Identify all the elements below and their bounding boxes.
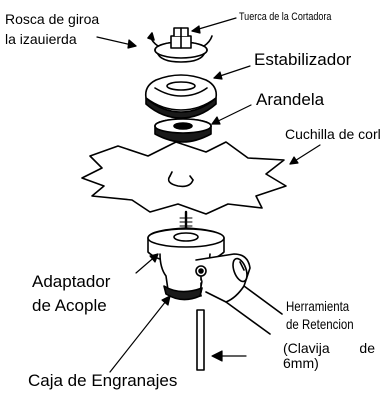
- stabilizer: [144, 74, 218, 119]
- gearbox-assembly: [147, 210, 283, 335]
- clavija-word1: (Clavija: [283, 340, 330, 356]
- tuerca-label: Tuerca de la Cortadora: [239, 11, 332, 23]
- cuchilla-label: Cuchilla de corle: [285, 126, 380, 142]
- cutting-blade: [81, 141, 287, 215]
- clavija-line2: 6mm): [283, 355, 319, 372]
- herramienta-label-line1: Herramienta: [286, 298, 350, 314]
- adaptador-label-line1: Adaptador: [32, 272, 111, 291]
- rosca-label-line2: la izauierda: [5, 31, 77, 47]
- clavija-label: (Clavija de 6mm): [283, 340, 375, 372]
- leader-lines: [96, 17, 321, 373]
- arandela-label: Arandela: [256, 90, 325, 109]
- caja-label: Caja de Engranajes: [28, 371, 178, 390]
- herramienta-label-line2: de Retencion: [286, 316, 354, 332]
- adaptador-label-line2: de Acople: [32, 296, 107, 315]
- estabilizador-label: Estabilizador: [254, 50, 352, 69]
- washer: [154, 118, 212, 143]
- cutter-nut: [147, 27, 213, 63]
- retention-pin: [196, 276, 205, 371]
- clavija-word2: de: [359, 340, 375, 356]
- rosca-label-line1: Rosca de giroa: [5, 11, 100, 27]
